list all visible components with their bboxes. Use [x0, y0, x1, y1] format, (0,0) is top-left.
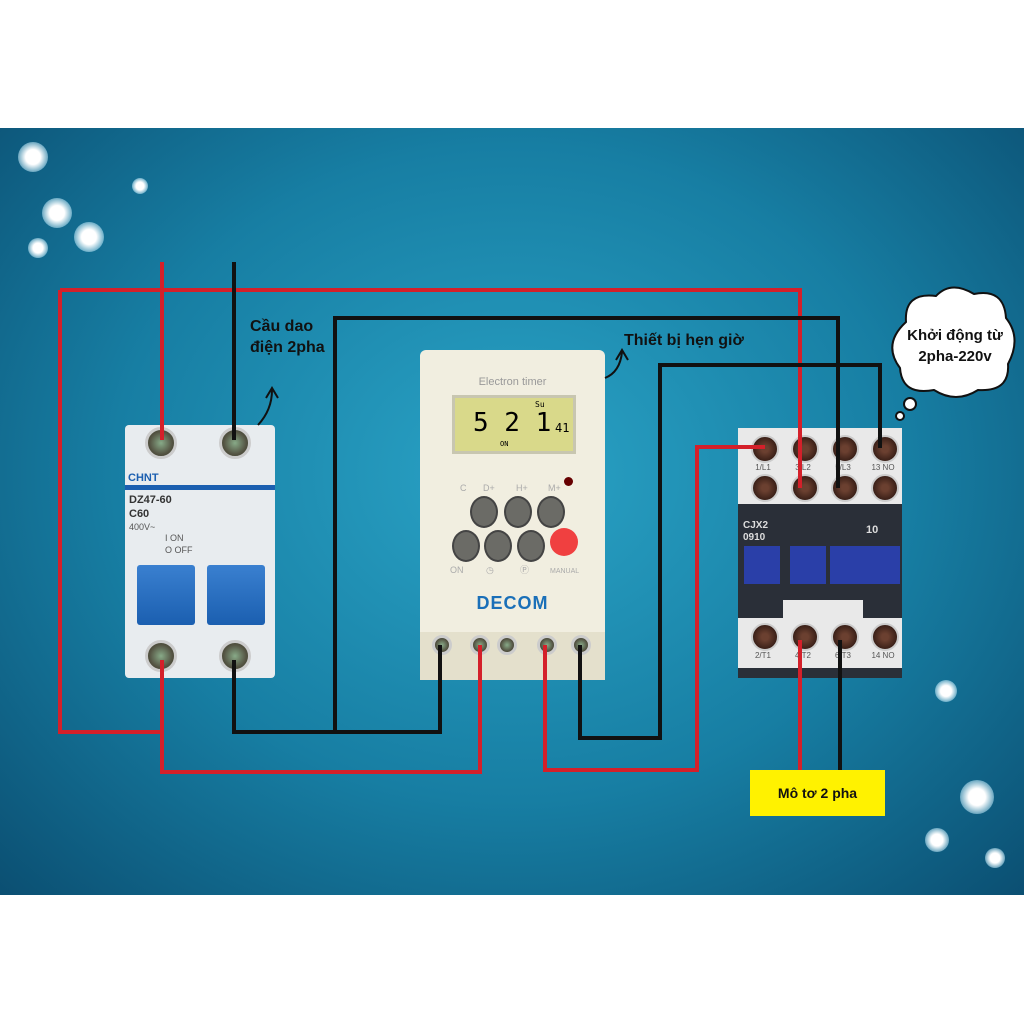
breaker-label: Cầu dao điện 2pha	[250, 318, 325, 356]
breaker-voltage: 400V~	[129, 522, 156, 532]
breaker-brand: CHNT	[128, 472, 159, 484]
terminal-label: 5/L3	[835, 463, 851, 472]
timer-terminal	[497, 635, 517, 655]
contactor-model: CJX2 0910	[743, 520, 769, 543]
manual-button[interactable]	[550, 528, 578, 556]
on-button[interactable]	[452, 530, 480, 562]
arrow-icon	[257, 348, 629, 426]
bubble-decoration	[74, 222, 104, 252]
bubble-decoration	[985, 848, 1005, 868]
btn-label-clock: ◷	[486, 565, 494, 575]
bubble-decoration	[28, 238, 48, 258]
hour-plus-button[interactable]	[504, 496, 532, 528]
terminal-label: 6/T3	[834, 651, 851, 660]
bubble-decoration	[18, 142, 48, 172]
terminal-label: 14 NO	[871, 651, 895, 660]
thought-cloud-icon	[891, 286, 1016, 421]
timer-title: Electron timer	[478, 376, 547, 388]
bubble-decoration	[960, 780, 994, 814]
minute-plus-button[interactable]	[537, 496, 565, 528]
btn-label-h: H+	[516, 483, 528, 493]
timer-brand: DECOM	[476, 593, 549, 613]
terminal-label: 13 NO	[871, 463, 895, 472]
display-day: Su	[535, 400, 545, 409]
day-plus-button[interactable]	[470, 496, 498, 528]
breaker-off-label: O OFF	[165, 545, 193, 555]
terminal-label: 1/L1	[755, 463, 771, 472]
terminal-label: 3/L2	[795, 463, 811, 472]
breaker-lever[interactable]	[137, 565, 195, 625]
circuit-breaker: CHNT DZ47-60 C60 400V~ I ON O OFF	[125, 425, 275, 678]
btn-label-c: C	[460, 483, 467, 493]
clock-button[interactable]	[484, 530, 512, 562]
btn-label-m: M+	[548, 483, 561, 493]
bubble-decoration	[42, 198, 72, 228]
program-button[interactable]	[517, 530, 545, 562]
timer-display: Su 5 2 1 41 ON	[452, 395, 576, 454]
terminal-label: 2/T1	[754, 651, 771, 660]
breaker-on-label: I ON	[165, 533, 184, 543]
led-indicator	[564, 477, 573, 486]
display-status: ON	[500, 440, 509, 448]
timer-label: Thiết bị hẹn giờ	[624, 332, 744, 349]
bubble-decoration	[132, 178, 148, 194]
breaker-rating: C60	[129, 508, 150, 520]
display-time: 5 2 1	[473, 408, 552, 438]
bubble-decoration	[925, 828, 949, 852]
btn-label-d: D+	[483, 483, 495, 493]
motor-label: Mô tơ 2 pha	[750, 770, 885, 816]
contactor-label: Khởi động từ 2pha-220v	[907, 327, 1003, 365]
btn-label-on: ON	[450, 565, 464, 575]
terminal-label: 4/T2	[794, 651, 811, 660]
display-seconds: 41	[555, 421, 570, 435]
breaker-lever[interactable]	[207, 565, 265, 625]
breaker-model: DZ47-60	[129, 494, 172, 506]
bubble-decoration	[935, 680, 957, 702]
magnetic-contactor: 1/L1 3/L2 5/L3 13 NO CJX2 0910 10 2/T1 4…	[738, 428, 902, 678]
red-wires	[58, 262, 802, 774]
black-wires	[232, 262, 882, 770]
contactor-contacts: 10	[866, 524, 879, 536]
btn-label-manual: MANUAL	[550, 568, 580, 575]
btn-label-program: Ⓟ	[520, 565, 530, 575]
electronic-timer: Electron timer Su 5 2 1 41 ON C D+ H+ M+…	[420, 350, 605, 680]
